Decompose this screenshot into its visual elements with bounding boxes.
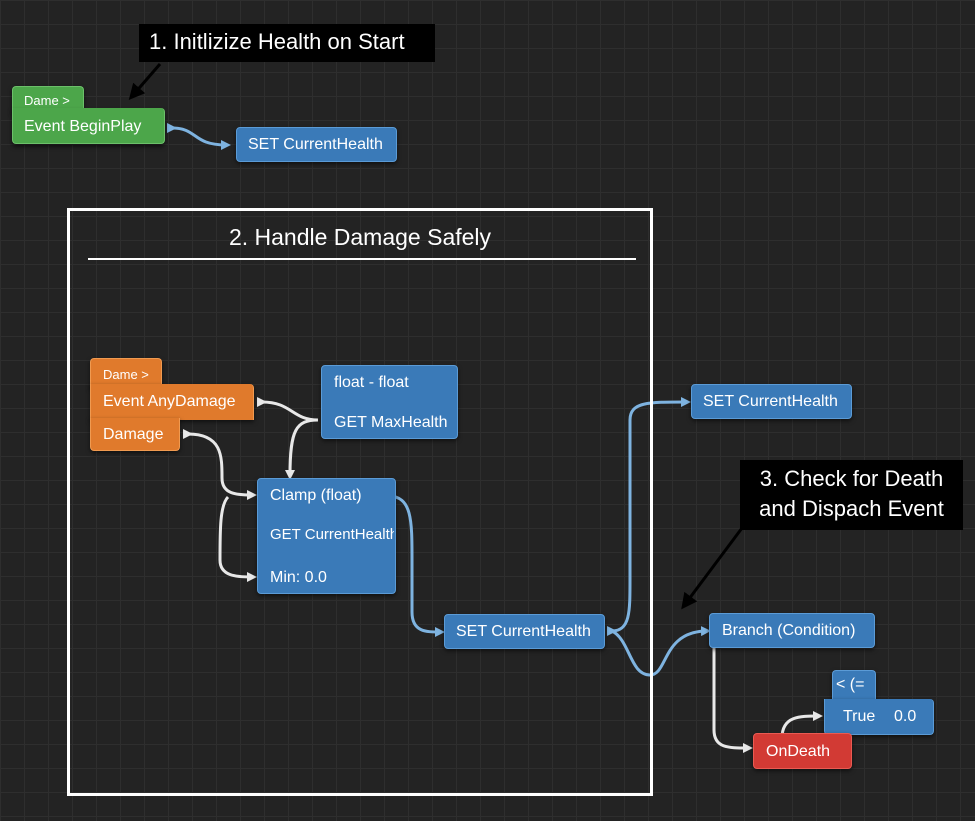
set-currenthealth-node-2[interactable]: SET CurrentHealth — [444, 614, 605, 649]
wire-damage-to-clamp — [182, 428, 257, 500]
set-currenthealth-3-title: SET CurrentHealth — [703, 393, 838, 410]
ondeath-node[interactable]: OnDeath — [753, 733, 852, 769]
wire-beginplay-to-set — [166, 122, 231, 150]
callout-1-text: 1. Initlizize Health on Start — [149, 29, 405, 54]
branch-condition-node[interactable]: Branch (Condition) — [709, 613, 875, 648]
callout-check-death: 3. Check for Death and Dispach Event — [740, 460, 963, 530]
compare-operator: < (= — [836, 676, 865, 693]
event-beginplay-title: Event BeginPlay — [24, 118, 142, 135]
callout-1-arrow — [128, 63, 162, 101]
comment-frame[interactable] — [67, 208, 653, 796]
event-anydamage-damage-pin[interactable] — [90, 418, 180, 451]
callout-3-arrow — [681, 527, 744, 610]
event-beginplay-node[interactable] — [12, 108, 165, 144]
float-subtract-pin: GET MaxHealth — [334, 414, 448, 431]
clamp-float-title: Clamp (float) — [270, 487, 362, 504]
callout-3-line-2: and Dispach Event — [759, 496, 944, 521]
compare-node[interactable] — [824, 699, 934, 735]
event-anydamage-pin-label: Damage — [103, 426, 164, 443]
wire-branch-to-ondeath — [712, 646, 753, 753]
compare-right-pin: 0.0 — [894, 708, 917, 725]
event-beginplay-tab[interactable] — [12, 86, 84, 112]
branch-condition-title: Branch (Condition) — [722, 622, 856, 639]
wire-float-to-clamp — [285, 418, 319, 480]
clamp-float-min-pin: Min: 0.0 — [270, 569, 327, 586]
set-currenthealth-node-3[interactable]: SET CurrentHealth — [691, 384, 852, 419]
clamp-float-node[interactable]: Clamp (float) GET CurrentHealth Min: 0.0 — [257, 478, 396, 594]
event-beginplay-tag: Dame > — [24, 93, 70, 108]
ondeath-title: OnDeath — [766, 743, 831, 760]
float-subtract-node[interactable]: float - float GET MaxHealth — [321, 365, 458, 439]
callout-3-line-1: 3. Check for Death — [759, 466, 944, 491]
float-subtract-title: float - float — [334, 374, 409, 391]
clamp-float-value-pin: GET CurrentHealth — [270, 526, 394, 543]
event-anydamage-tag: Dame > — [103, 367, 149, 382]
callout-initialize-health: 1. Initlizize Health on Start — [139, 24, 435, 62]
set-currenthealth-2-title: SET CurrentHealth — [456, 623, 591, 640]
comment-frame-title: 2. Handle Damage Safely — [228, 224, 492, 250]
event-anydamage-node[interactable] — [90, 384, 254, 420]
event-anydamage-tab[interactable] — [90, 358, 162, 388]
comment-frame-divider — [88, 258, 636, 260]
compare-node-tab[interactable] — [832, 670, 876, 702]
wire-damage-to-min — [218, 495, 257, 582]
wire-clamp-to-set — [382, 490, 445, 637]
wire-set-to-set-top — [606, 397, 691, 637]
event-anydamage-title: Event AnyDamage — [103, 393, 236, 410]
set-currenthealth-1-title: SET CurrentHealth — [248, 136, 383, 153]
set-currenthealth-node-1[interactable]: SET CurrentHealth — [236, 127, 397, 162]
compare-left-pin: True — [843, 708, 876, 725]
